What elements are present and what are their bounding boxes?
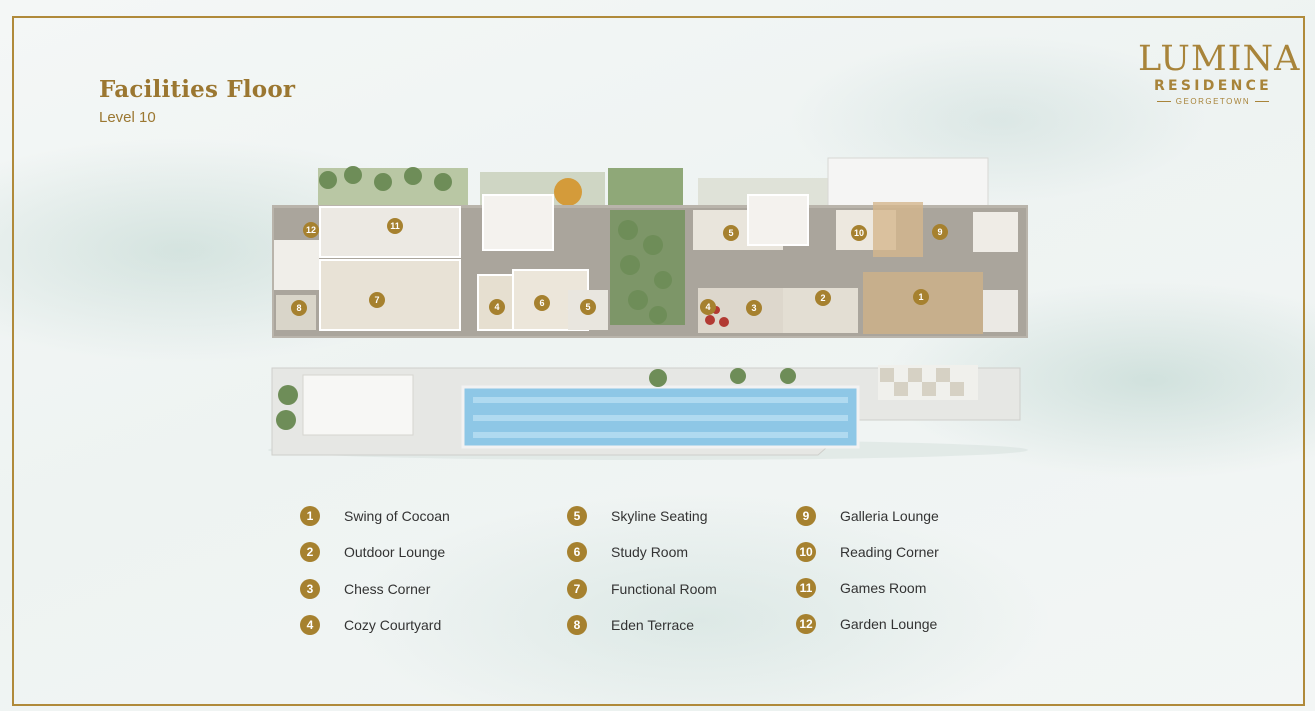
- legend-item: 11 Games Room: [796, 577, 926, 599]
- legend-item: 4 Cozy Courtyard: [300, 614, 441, 636]
- legend-item: 6 Study Room: [567, 541, 688, 563]
- plan-marker: [291, 300, 307, 316]
- plan-marker-label: 9: [937, 227, 942, 237]
- legend-item: 9 Galleria Lounge: [796, 505, 939, 527]
- legend-label: Outdoor Lounge: [344, 544, 446, 560]
- legend-label: Galleria Lounge: [840, 508, 939, 524]
- plan-marker-label: 3: [751, 303, 756, 313]
- legend-number: 5: [567, 506, 587, 526]
- legend-number: 12: [796, 614, 816, 634]
- plan-marker-label: 12: [306, 225, 316, 235]
- legend-number: 1: [300, 506, 320, 526]
- legend-label: Chess Corner: [344, 581, 431, 597]
- legend-number: 4: [300, 615, 320, 635]
- legend-item: 10 Reading Corner: [796, 541, 939, 563]
- plan-marker-label: 10: [854, 228, 864, 238]
- plan-marker: [746, 300, 762, 316]
- legend-number: 10: [796, 542, 816, 562]
- plan-marker-label: 5: [728, 228, 733, 238]
- page-title: Facilities Floor: [99, 76, 296, 103]
- plan-marker-label: 7: [374, 295, 379, 305]
- plan-marker: [303, 222, 319, 238]
- logo-wordmark: LUMINA: [1138, 39, 1301, 79]
- floor-plan: 12 11 7 8 4 6 5 5 10 9 4 3 2 1: [268, 157, 1028, 460]
- plan-marker-label: 5: [585, 302, 590, 312]
- legend-item: 8 Eden Terrace: [567, 614, 694, 636]
- plan-marker: [913, 289, 929, 305]
- legend-item: 12 Garden Lounge: [796, 613, 937, 635]
- legend-number: 8: [567, 615, 587, 635]
- plan-marker: [387, 218, 403, 234]
- plan-marker: [489, 299, 505, 315]
- plan-marker-label: 4: [705, 302, 710, 312]
- legend-label: Games Room: [840, 580, 927, 596]
- plan-marker-label: 8: [296, 303, 301, 313]
- plan-marker: [723, 225, 739, 241]
- legend-label: Study Room: [611, 544, 689, 560]
- plan-marker-label: 6: [539, 298, 544, 308]
- legend-label: Reading Corner: [840, 544, 939, 560]
- legend-number: 7: [567, 579, 587, 599]
- legend-label: Swing of Cocoan: [344, 508, 450, 524]
- legend-label: Cozy Courtyard: [344, 617, 442, 633]
- legend-label: Skyline Seating: [611, 508, 708, 524]
- plan-marker-label: 11: [390, 221, 400, 231]
- plan-marker: [815, 290, 831, 306]
- legend-number: 2: [300, 542, 320, 562]
- legend-item: 5 Skyline Seating: [567, 505, 708, 527]
- plan-marker-label: 2: [820, 293, 825, 303]
- logo-location: GEORGETOWN: [1138, 97, 1288, 106]
- legend-item: 7 Functional Room: [567, 578, 717, 600]
- plan-marker: [932, 224, 948, 240]
- plan-marker: [369, 292, 385, 308]
- legend-number: 11: [796, 578, 816, 598]
- plan-marker: [580, 299, 596, 315]
- plan-marker: [534, 295, 550, 311]
- legend-item: 2 Outdoor Lounge: [300, 541, 445, 563]
- brand-logo: LUMINA RESIDENCE GEORGETOWN: [1138, 39, 1301, 106]
- page-subtitle: Level 10: [99, 109, 156, 126]
- plan-marker: [851, 225, 867, 241]
- legend-number: 6: [567, 542, 587, 562]
- plan-marker: [700, 299, 716, 315]
- legend-number: 3: [300, 579, 320, 599]
- legend-item: 1 Swing of Cocoan: [300, 505, 450, 527]
- legend-label: Garden Lounge: [840, 616, 938, 632]
- legend-label: Eden Terrace: [611, 617, 695, 633]
- logo-residence: RESIDENCE: [1153, 78, 1273, 94]
- legend-number: 9: [796, 506, 816, 526]
- plan-marker-label: 4: [494, 302, 499, 312]
- legend-label: Functional Room: [611, 581, 717, 597]
- plan-marker-label: 1: [918, 292, 923, 302]
- legend-item: 3 Chess Corner: [300, 578, 430, 600]
